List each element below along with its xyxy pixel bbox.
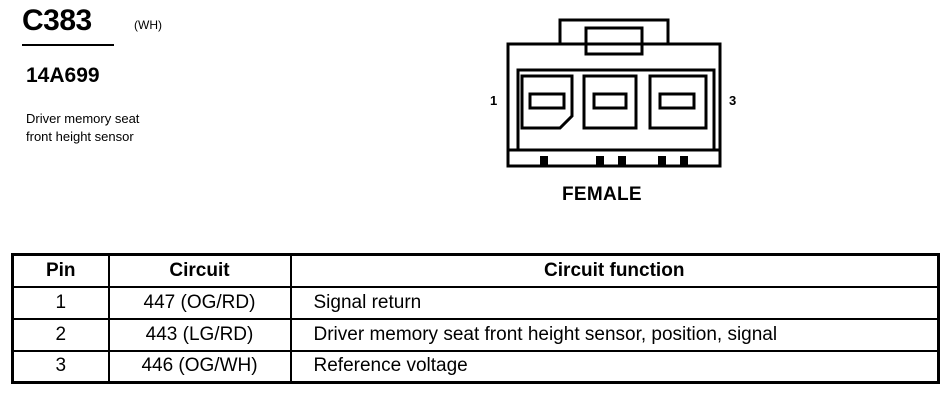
table-row: 1 447 (OG/RD) Signal return <box>11 285 940 320</box>
header-circuit: Circuit <box>107 253 292 288</box>
table-row: 3 446 (OG/WH) Reference voltage <box>11 349 940 384</box>
bottom-notch <box>618 156 626 166</box>
cell-circuit: 447 (OG/RD) <box>107 285 292 320</box>
pin-label-3: 3 <box>729 93 737 108</box>
cell-function: Driver memory seat front height sensor, … <box>289 317 940 352</box>
cell-circuit: 446 (OG/WH) <box>107 349 292 384</box>
connector-latch <box>558 18 670 44</box>
bottom-notch <box>658 156 666 166</box>
connector-latch-window <box>584 26 644 56</box>
cell-pin: 3 <box>11 349 110 384</box>
bottom-notch <box>540 156 548 166</box>
header-circuit-function: Circuit function <box>289 253 940 288</box>
description-line-2: front height sensor <box>26 129 134 144</box>
connector-description: Driver memory seat front height sensor <box>26 110 216 146</box>
cell-function: Signal return <box>289 285 940 320</box>
connector-id: C383 <box>22 4 92 37</box>
cell-circuit: 443 (LG/RD) <box>107 317 292 352</box>
pin-1-cavity <box>520 74 574 130</box>
cell-pin: 2 <box>11 317 110 352</box>
pin-label-1: 1 <box>490 93 498 108</box>
connector-housing-outer <box>506 42 722 168</box>
description-line-1: Driver memory seat <box>26 111 140 126</box>
table-row: 2 443 (LG/RD) Driver memory seat front h… <box>11 317 940 352</box>
pin-2-cavity <box>582 74 638 130</box>
connector-color-code: (WH) <box>134 18 162 32</box>
part-number: 14A699 <box>26 64 100 87</box>
table-header-row: Pin Circuit Circuit function <box>11 253 940 288</box>
connector-face-diagram <box>506 18 722 168</box>
connector-housing-inner <box>516 68 716 152</box>
cell-pin: 1 <box>11 285 110 320</box>
pinout-table: Pin Circuit Circuit function 1 447 (OG/R… <box>11 253 940 384</box>
bottom-notch <box>596 156 604 166</box>
title-underline <box>22 44 114 46</box>
connector-gender-label: FEMALE <box>562 184 642 205</box>
cell-function: Reference voltage <box>289 349 940 384</box>
pin-1-terminal <box>528 92 566 110</box>
bottom-notch <box>680 156 688 166</box>
pin-2-terminal <box>592 92 628 110</box>
pin-3-cavity <box>648 74 708 130</box>
pin-3-terminal <box>658 92 696 110</box>
header-pin: Pin <box>11 253 110 288</box>
